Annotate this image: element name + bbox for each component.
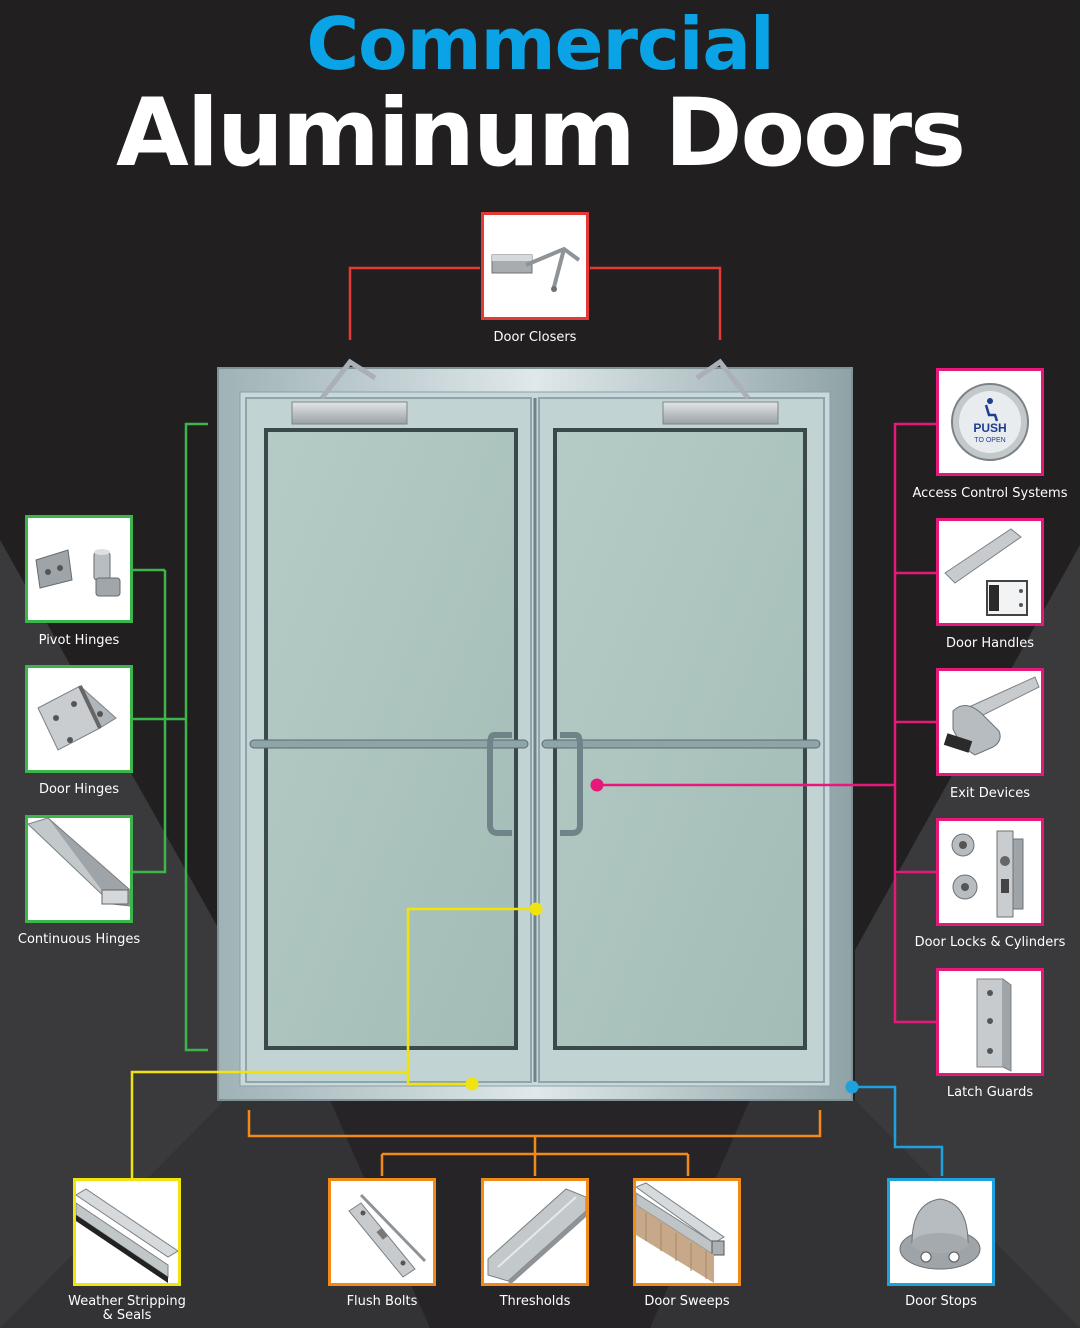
door-sweep-icon [636,1182,725,1283]
weather-stripping-card[interactable] [73,1178,181,1286]
left-push-bar [249,739,529,749]
continuous-hinges-label: Continuous Hinges [17,932,141,947]
door-closer-icon [491,246,581,292]
right-closer-body [662,401,779,425]
right-closer-arm [695,358,750,400]
stops-marker [845,1080,859,1094]
right-door-glass [553,428,807,1050]
title-aluminum-doors: Aluminum Doors [115,79,966,188]
weather-stripping-label-2: & Seals [102,1308,152,1323]
exit-devices-card[interactable] [936,668,1044,776]
continuous-hinges-card[interactable] [25,815,133,923]
left-closer-body [291,401,408,425]
flush-bolts-label: Flush Bolts [346,1294,418,1309]
door-hinges-label: Door Hinges [38,782,120,797]
door-locks-card[interactable] [936,818,1044,926]
to-open-text: TO OPEN [974,437,1005,444]
right-push-bar [541,739,821,749]
closers-connector [348,266,722,340]
exit-device-icon [943,676,1040,756]
door-handles-card[interactable] [936,518,1044,626]
exit-devices-label: Exit Devices [950,786,1030,801]
push-button-icon: PUSH TO OPEN [951,383,1029,461]
pivot-hinges-label: Pivot Hinges [38,633,120,648]
bottom-bracket [247,1110,822,1176]
weather-marker-top [529,902,543,916]
stops-connector [852,1085,944,1176]
threshold-icon [487,1188,586,1283]
pivot-hinges-card[interactable] [25,515,133,623]
thresholds-card[interactable] [481,1178,589,1286]
hinges-bracket [133,422,208,1052]
left-pull-handle [487,732,512,836]
right-pull-handle [560,732,583,836]
weather-marker-bottom [465,1077,479,1091]
latch-guards-label: Latch Guards [946,1085,1034,1100]
hardware-bracket [597,422,936,1024]
left-closer-arm [320,358,377,400]
left-door-glass [264,428,518,1050]
butt-hinge-icon [37,685,117,751]
access-control-card[interactable]: PUSH TO OPEN [936,368,1044,476]
continuous-hinge-icon [28,818,130,907]
door-hinges-card[interactable] [25,665,133,773]
latch-guard-icon [976,978,1012,1072]
door-closers-card[interactable] [481,212,589,320]
door-locks-label: Door Locks & Cylinders [914,935,1066,950]
weather-connector [130,907,536,1178]
door-stop-icon [899,1198,981,1270]
lock-cylinder-icon [951,830,1024,918]
door-stops-card[interactable] [887,1178,995,1286]
flush-bolts-card[interactable] [328,1178,436,1286]
push-button-text: PUSH [973,421,1006,435]
weather-stripping-label-1: Weather Stripping [68,1294,186,1309]
door-handles-label: Door Handles [945,636,1034,651]
flush-bolt-icon [348,1193,427,1278]
title-commercial: Commercial [306,2,774,86]
latch-guards-card[interactable] [936,968,1044,1076]
door-closers-label: Door Closers [493,330,577,345]
exit-device-marker [590,778,604,792]
door-sweeps-label: Door Sweeps [644,1294,730,1309]
thresholds-label: Thresholds [499,1294,571,1309]
door-stops-label: Door Stops [905,1294,977,1309]
weather-strip-icon [76,1188,178,1283]
door-handle-icon [944,528,1028,616]
door-sweeps-card[interactable] [633,1178,741,1286]
access-control-label: Access Control Systems [912,486,1068,501]
pivot-hinge-icon [35,549,121,597]
